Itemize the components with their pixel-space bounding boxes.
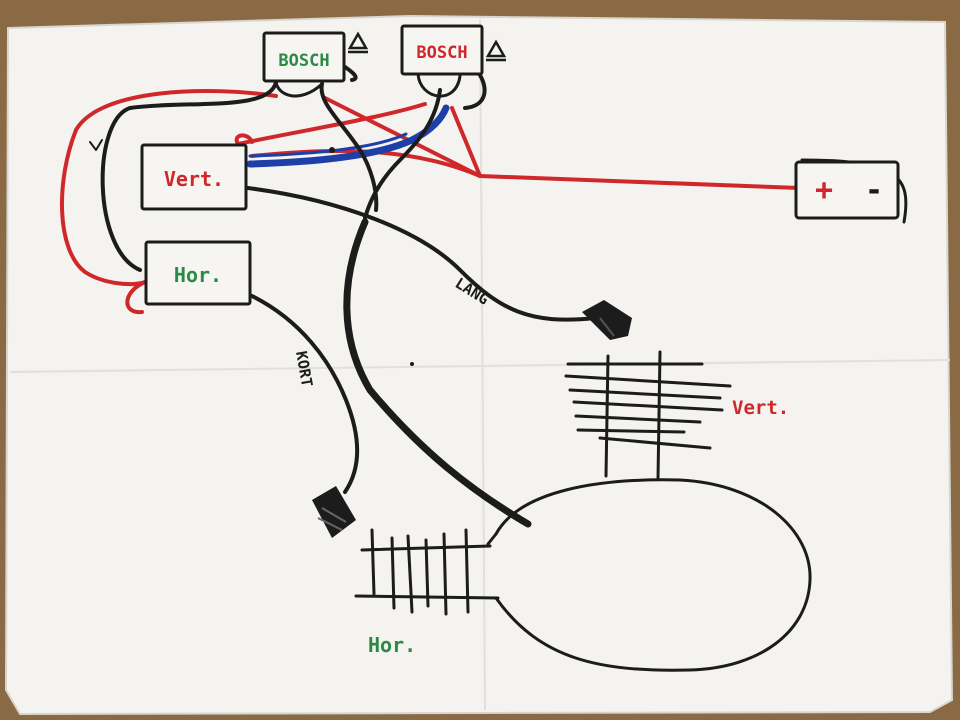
long-cable-connector [582,300,632,340]
switch-vert-label: Vert. [164,167,224,191]
hor-fin-2 [390,536,396,610]
paper-sheet [4,14,954,716]
valve-vert-label: Vert. [732,397,789,419]
valve-vert-stem [564,350,732,480]
blue-wire [246,104,450,168]
battery-plus-label: + [815,173,833,208]
vert-fin-3 [568,388,722,400]
red-wire-vert-hook [234,133,254,146]
switch-vert: Vert. [140,143,248,211]
red-wire-battery [478,174,802,190]
black-wire-inner-loop [100,80,278,272]
relay-right-socket [416,72,462,98]
switch-hor: Hor. [144,240,252,306]
black-wire-main-thick [343,218,532,528]
check-mark [89,139,103,151]
switch-vert-box [140,143,248,211]
black-wire-short [250,294,360,494]
red-wire-outer-loop [59,88,278,287]
short-cable-connector [312,486,356,538]
relay-right: BOSCH [400,24,507,76]
ink-dot [410,362,414,366]
hor-fin-6 [464,528,470,614]
vert-fin-6 [576,428,686,434]
switch-hor-box [144,240,252,306]
long-connector-pin [599,317,615,337]
relay-right-box [400,24,484,76]
valve-body-tip [486,532,498,546]
battery-box [794,160,900,220]
switch-hor-label: Hor. [174,263,222,287]
junction-dot [329,147,335,153]
vert-fin-7 [598,436,712,450]
vert-stem-line-right [656,350,662,480]
paper-fold-horizontal [9,359,951,373]
black-wire-long [246,186,597,322]
hor-fin-4 [424,538,430,608]
relay-left-socket [274,80,324,98]
black-wire-relay-right-down [363,88,442,220]
vert-fin-5 [574,414,702,424]
hor-fin-5 [442,532,448,616]
hor-fin-3 [406,534,414,614]
red-wire-relay-right [450,106,482,178]
valve-hor-label: Hor. [368,633,416,657]
relay-left-box [262,31,346,83]
vert-fin-4 [572,400,724,412]
short-connector-pin-1 [321,507,347,523]
long-connector-body [582,300,632,340]
hor-fin-1 [370,528,376,596]
cable-short-label: KORT [292,350,316,389]
relay-left: BOSCH [262,31,369,83]
relay-right-label: BOSCH [416,43,467,63]
battery: + - [794,160,900,220]
battery-minus-label: - [865,173,883,208]
relay-left-ground-icon [347,31,369,50]
valve-body-outline [494,478,812,672]
red-wire-hor-hook [125,280,147,315]
vert-fin-2 [564,374,732,388]
blue-wire-second [248,132,408,158]
short-connector-body [312,486,356,538]
relay-left-label: BOSCH [278,51,329,71]
short-connector-pin-2 [317,517,343,531]
valve-hor-stem [354,528,500,616]
relay-right-ground-icon [485,39,507,58]
